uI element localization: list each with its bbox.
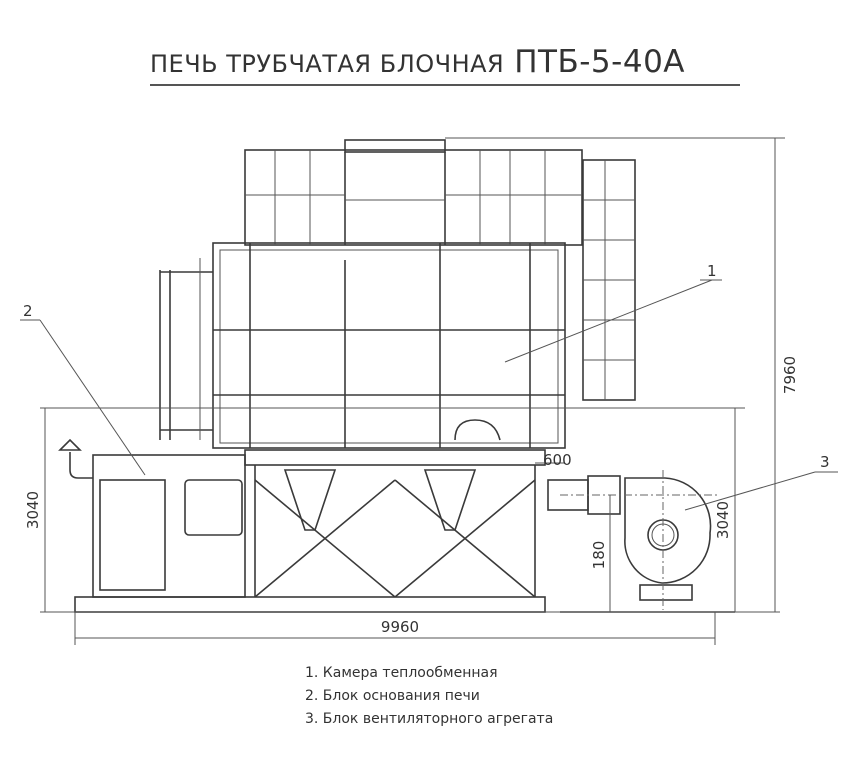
legend-item: 1. Камера теплообменная: [305, 665, 498, 681]
legend-item: 3. Блок вентиляторного агрегата: [305, 711, 554, 727]
ladder: [582, 159, 636, 401]
fan-unit: [547, 470, 735, 613]
dim-base-height-right: 3040: [714, 501, 732, 539]
callout-3: 3: [820, 453, 830, 471]
furnace-base-block: [58, 438, 546, 613]
dim-total-height: 7960: [781, 356, 799, 394]
dim-offset: 600: [543, 451, 572, 469]
legend-item: 2. Блок основания печи: [305, 688, 480, 704]
dim-fan-axis: 180: [590, 541, 608, 570]
heat-exchange-chamber: [159, 242, 566, 449]
upper-section: [244, 139, 583, 246]
legend: 1. Камера теплообменная 2. Блок основани…: [305, 662, 553, 731]
title-model: ПТБ-5-40А: [514, 44, 685, 80]
dim-total-length: 9960: [381, 618, 419, 636]
title-prefix: ПЕЧЬ ТРУБЧАТАЯ БЛОЧНАЯ: [150, 50, 505, 78]
callout-1: 1: [707, 262, 717, 280]
dimension-lines: [40, 137, 785, 645]
drawing-title: ПЕЧЬ ТРУБЧАТАЯ БЛОЧНАЯ ПТБ-5-40А: [150, 44, 740, 86]
dim-base-height-left: 3040: [24, 491, 42, 529]
callout-2: 2: [23, 302, 33, 320]
